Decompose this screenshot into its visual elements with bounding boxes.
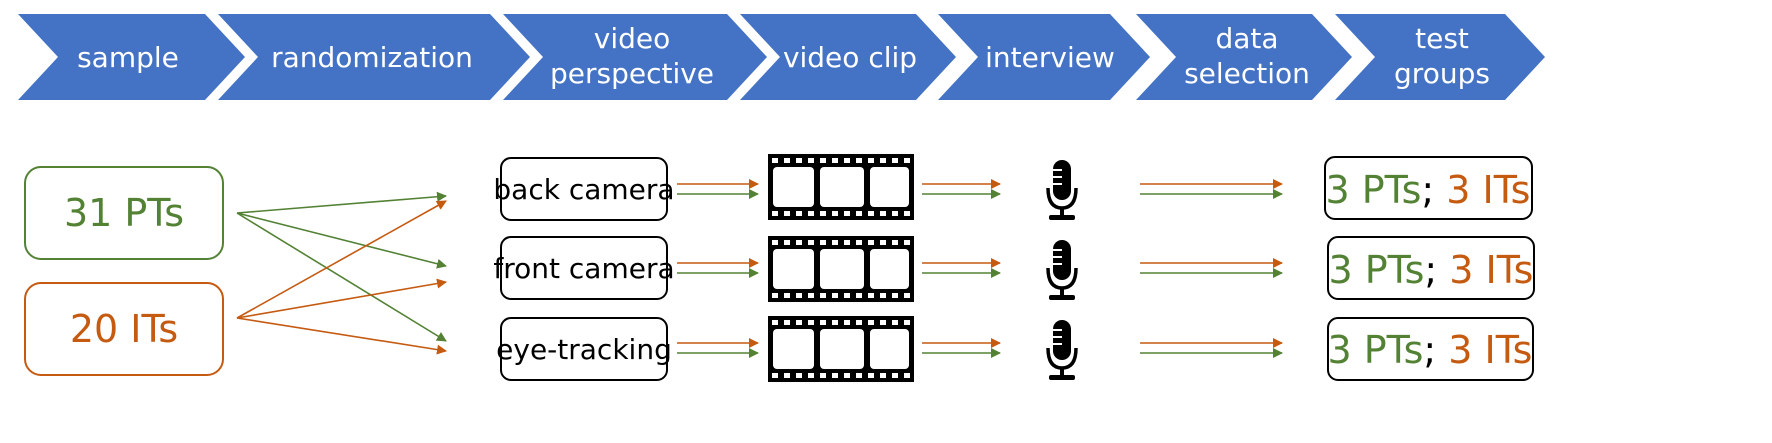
step-sample: sample xyxy=(18,14,245,100)
arrow-its-to-eye xyxy=(236,317,447,355)
chevron-shape xyxy=(218,14,530,100)
perspective-label: front camera xyxy=(493,252,674,285)
result-label: 3 PTs; 3 ITs xyxy=(1328,328,1533,372)
sample-pts-box: 31 PTs xyxy=(24,166,224,260)
test-group-result: 3 PTs; 3 ITs xyxy=(1327,236,1535,300)
perspective-row-front-camera: front camera xyxy=(493,236,1535,302)
microphone-icon xyxy=(1046,160,1078,220)
pts-count-label: 31 PTs xyxy=(64,191,184,235)
step-video-perspective: video perspective xyxy=(503,14,767,100)
perspective-box xyxy=(500,157,668,221)
chevron-shape xyxy=(1136,14,1352,100)
step-label: video clip xyxy=(783,41,917,74)
process-steps: sample randomization video perspective v… xyxy=(18,14,1545,100)
chevron-shape xyxy=(503,14,767,100)
perspective-row-eye-tracking: eye-tracking xyxy=(496,316,1534,382)
step-label: test xyxy=(1415,22,1469,55)
step-label: selection xyxy=(1184,57,1310,90)
step-label: data xyxy=(1215,22,1278,55)
arrow-its-to-front xyxy=(236,278,447,319)
step-test-groups: test groups xyxy=(1335,14,1545,100)
result-label: 3 PTs; 3 ITs xyxy=(1329,248,1534,292)
chevron-shape xyxy=(938,14,1150,100)
perspective-box xyxy=(500,317,668,381)
arrow-its-to-back xyxy=(236,200,447,319)
step-label: sample xyxy=(77,41,179,74)
result-label: 3 PTs; 3 ITs xyxy=(1326,168,1531,212)
test-group-result: 3 PTs; 3 ITs xyxy=(1324,156,1533,220)
arrow-pts-to-eye xyxy=(236,212,447,342)
result-box xyxy=(1327,236,1535,300)
chevron-shape xyxy=(1335,14,1545,100)
step-interview: interview xyxy=(938,14,1150,100)
film-strip-icon xyxy=(768,154,914,220)
test-group-result: 3 PTs; 3 ITs xyxy=(1327,317,1534,381)
result-box xyxy=(1327,317,1534,381)
box-frame xyxy=(24,282,224,376)
its-count-label: 20 ITs xyxy=(70,307,178,351)
arrow-pts-to-front xyxy=(236,212,447,269)
perspective-label: eye-tracking xyxy=(496,333,672,366)
microphone-icon xyxy=(1046,320,1078,380)
result-box xyxy=(1324,156,1533,220)
step-video-clip: video clip xyxy=(740,14,956,100)
chevron-shape xyxy=(740,14,956,100)
sample-its-box: 20 ITs xyxy=(24,282,224,376)
perspective-label: back camera xyxy=(493,173,674,206)
film-strip-icon xyxy=(768,236,914,302)
step-randomization: randomization xyxy=(218,14,530,100)
step-label: groups xyxy=(1394,57,1490,90)
chevron-shape xyxy=(18,14,245,100)
step-data-selection: data selection xyxy=(1136,14,1352,100)
step-label: video xyxy=(594,22,670,55)
microphone-icon xyxy=(1046,240,1078,300)
perspective-box xyxy=(500,236,668,300)
step-label: perspective xyxy=(550,57,714,90)
film-strip-icon xyxy=(768,316,914,382)
arrow-pts-to-back xyxy=(236,191,447,214)
perspective-row-back-camera: back camera xyxy=(493,154,1533,221)
randomization-arrows xyxy=(236,191,447,355)
step-label: interview xyxy=(985,41,1115,74)
step-label: randomization xyxy=(271,41,473,74)
box-frame xyxy=(24,166,224,260)
